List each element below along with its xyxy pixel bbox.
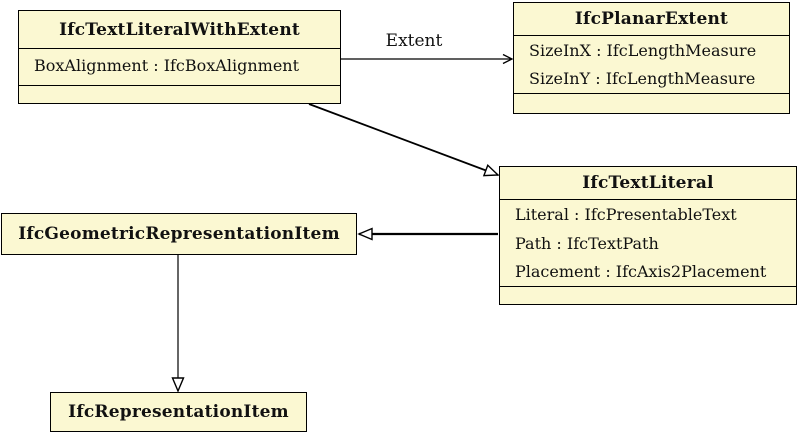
class-box-ifc-representation-item: IfcRepresentationItem xyxy=(50,392,307,432)
class-title: IfcGeometricRepresentationItem xyxy=(18,224,340,244)
class-attributes: Literal : IfcPresentableText Path : IfcT… xyxy=(500,200,796,287)
edge-label-extent: Extent xyxy=(385,31,443,51)
class-title: IfcRepresentationItem xyxy=(68,402,289,422)
class-attribute: SizeInX : IfcLengthMeasure xyxy=(529,41,757,60)
class-attribute: Placement : IfcAxis2Placement xyxy=(515,262,767,281)
class-attribute: Literal : IfcPresentableText xyxy=(515,205,737,224)
class-box-ifc-planar-extent: IfcPlanarExtent SizeInX : IfcLengthMeasu… xyxy=(513,2,790,114)
class-attribute: BoxAlignment : IfcBoxAlignment xyxy=(34,56,300,75)
class-attribute: Path : IfcTextPath xyxy=(515,233,659,253)
class-attributes: SizeInX : IfcLengthMeasure SizeInY : Ifc… xyxy=(514,36,789,94)
class-attributes: BoxAlignment : IfcBoxAlignment xyxy=(19,49,340,86)
class-title: IfcTextLiteralWithExtent xyxy=(19,11,340,49)
class-title: IfcPlanarExtent xyxy=(514,3,789,36)
class-box-ifc-geometric-representation-item: IfcGeometricRepresentationItem xyxy=(1,213,357,255)
edge-generalization-textliteralwithextent-textliteral xyxy=(308,103,500,177)
class-box-ifc-text-literal: IfcTextLiteral Literal : IfcPresentableT… xyxy=(499,166,797,305)
class-title: IfcTextLiteral xyxy=(500,167,796,200)
class-box-ifc-text-literal-with-extent: IfcTextLiteralWithExtent BoxAlignment : … xyxy=(18,10,341,104)
class-attribute: SizeInY : IfcLengthMeasure xyxy=(529,69,756,88)
